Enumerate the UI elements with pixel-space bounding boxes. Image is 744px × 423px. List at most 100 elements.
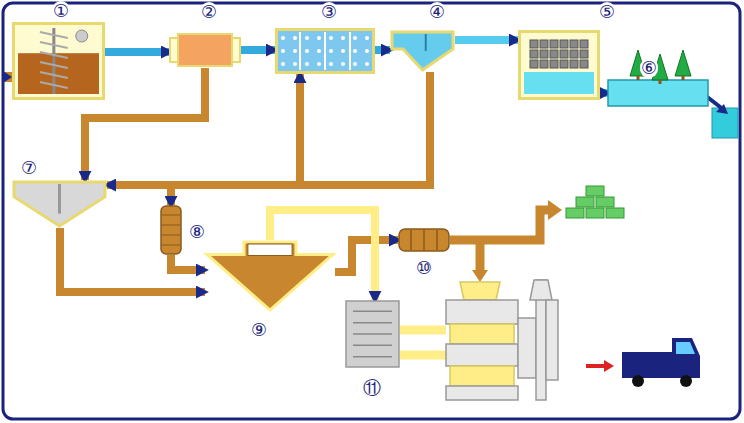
filter-media xyxy=(550,50,558,58)
air-bubble xyxy=(353,49,357,53)
gas-holder-line xyxy=(353,345,392,347)
callout-number: ⑩ xyxy=(415,258,433,278)
air-bubble xyxy=(305,49,309,53)
callout-number: ⑪ xyxy=(362,378,382,398)
flow-pipe xyxy=(600,89,608,97)
unit-shape xyxy=(205,240,335,312)
pump-ring xyxy=(162,235,180,236)
digester-dome xyxy=(248,244,292,256)
tree-trunk xyxy=(682,76,685,80)
raw-sewage xyxy=(18,53,99,94)
filter-media xyxy=(580,60,588,68)
unit-shape xyxy=(345,300,400,368)
screen-drum xyxy=(76,30,88,42)
air-bubble xyxy=(281,36,285,40)
air-bubble xyxy=(317,62,321,66)
callout-number: ⑦ xyxy=(20,158,38,178)
machine-ring xyxy=(436,230,438,250)
filter-tank xyxy=(520,32,599,99)
air-bubble xyxy=(341,36,345,40)
air-bubble xyxy=(365,36,369,40)
flow-pipe xyxy=(171,72,430,205)
plant-unit: ⑤ xyxy=(518,30,600,100)
baffle xyxy=(324,32,326,70)
plant-unit: ④ xyxy=(390,30,455,72)
screw-flight xyxy=(40,32,68,88)
filter-media xyxy=(560,50,568,58)
machine-ring xyxy=(423,230,425,250)
baffle xyxy=(349,32,351,70)
incinerator xyxy=(446,280,558,400)
plant-unit: ⑧ xyxy=(160,205,182,255)
callout-number: ⑥ xyxy=(640,58,658,78)
cake-pipes xyxy=(450,200,562,282)
callout-number: ④ xyxy=(428,2,446,22)
filter-media xyxy=(560,60,568,68)
grit-chamber xyxy=(178,34,232,66)
machine-ring xyxy=(410,230,412,250)
air-bubble xyxy=(293,36,297,40)
flange xyxy=(232,38,240,62)
pump-ring xyxy=(162,225,180,226)
truck xyxy=(586,338,700,387)
filter-media xyxy=(530,40,538,48)
flow-pipe xyxy=(335,240,398,272)
bricks xyxy=(566,186,624,218)
outlet-channel xyxy=(608,80,708,106)
plant-unit: ① xyxy=(12,22,105,100)
air-bubble xyxy=(329,49,333,53)
filter-media xyxy=(580,50,588,58)
flow-pipe xyxy=(171,255,205,270)
air-bubble xyxy=(305,62,309,66)
callout-number: ⑨ xyxy=(250,320,268,340)
tree-trunk xyxy=(637,76,640,80)
filter-media xyxy=(560,40,568,48)
gas-holder xyxy=(346,301,399,367)
frame-border xyxy=(3,3,740,419)
air-bubble xyxy=(329,36,333,40)
callout-number: ① xyxy=(52,1,70,21)
filter-media xyxy=(550,40,558,48)
unit-shape xyxy=(12,22,105,100)
callout-number: ⑧ xyxy=(188,222,206,242)
plant-unit: ⑦ xyxy=(12,180,107,228)
filter-media xyxy=(540,40,548,48)
gas-holder-line xyxy=(353,356,392,358)
screen-tank xyxy=(14,24,104,99)
flow-pipe xyxy=(105,48,170,56)
plant-unit: ⑨ xyxy=(205,240,335,312)
air-bubble xyxy=(317,49,321,53)
plant-unit: ② xyxy=(170,32,240,68)
plant-unit: ⑪ xyxy=(345,300,400,368)
air-bubble xyxy=(353,36,357,40)
air-bubble xyxy=(341,49,345,53)
tree-trunk xyxy=(659,80,662,84)
aeration-tank xyxy=(277,30,374,73)
filter-media xyxy=(530,60,538,68)
callout-number: ② xyxy=(200,2,218,22)
filter-media xyxy=(570,50,578,58)
filter-media xyxy=(530,50,538,58)
unit-shape xyxy=(275,28,375,74)
air-bubble xyxy=(329,62,333,66)
filter-media xyxy=(570,60,578,68)
scraper xyxy=(425,34,427,51)
settling-tank xyxy=(392,32,453,70)
air-bubble xyxy=(365,49,369,53)
air-bubble xyxy=(281,62,285,66)
thickener-shaft xyxy=(58,184,61,214)
unit-shape xyxy=(170,32,240,68)
treated-water xyxy=(524,72,594,94)
plant-unit: ⑩ xyxy=(398,228,450,252)
tree xyxy=(675,50,691,76)
unit-shape xyxy=(390,30,455,72)
baffle xyxy=(299,32,301,70)
air-bubble xyxy=(365,62,369,66)
flow-pipe xyxy=(60,228,205,292)
callout-number: ⑤ xyxy=(598,2,616,22)
filter-media xyxy=(580,40,588,48)
air-bubble xyxy=(305,36,309,40)
unit-shape xyxy=(398,228,450,252)
air-bubble xyxy=(281,49,285,53)
